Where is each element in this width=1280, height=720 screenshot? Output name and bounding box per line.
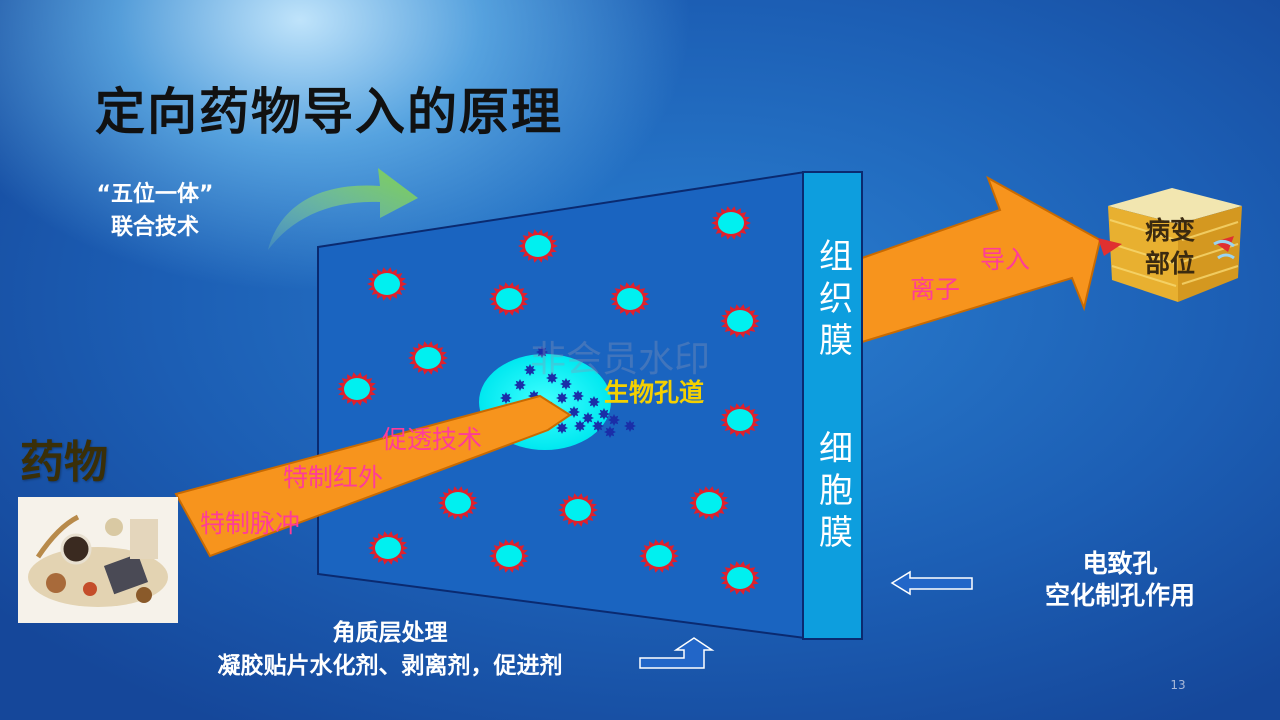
membrane-char: 膜 (819, 513, 853, 553)
drug-particle (489, 282, 529, 316)
curved-arrow-icon (268, 168, 418, 250)
drug-particle (610, 282, 650, 316)
micro-particle (588, 396, 600, 408)
pulse-label: 特制脉冲 (200, 509, 301, 538)
drug-particle (558, 493, 598, 527)
membrane-char: 膜 (819, 321, 853, 361)
stratum-line1: 角质层处理 (332, 620, 448, 646)
drug-particle (711, 206, 751, 240)
cell-membrane-label: 细胞膜 (814, 428, 858, 554)
infrared-label: 特制红外 (283, 463, 384, 492)
ion-label: 离子 (910, 275, 961, 304)
drug-particles (337, 206, 760, 595)
drug-particle (408, 341, 448, 375)
drug-particle (489, 539, 529, 573)
bio-channel-label: 生物孔道 (604, 378, 705, 407)
import-label: 导入 (980, 245, 1031, 274)
micro-particle (572, 390, 584, 402)
lesion-line2: 部位 (1144, 249, 1195, 278)
micro-particle (524, 364, 536, 376)
five-in-one-line1: “五位一体” (96, 182, 214, 207)
drug-particle (720, 561, 760, 595)
page-number: 13 (1170, 678, 1186, 692)
electroporation-line2: 空化制孔作用 (1044, 581, 1195, 610)
watermark: 非会员水印 (530, 339, 711, 380)
electroporation-label: 电致孔 空化制孔作用 (990, 548, 1250, 612)
left-arrow-icon (890, 570, 973, 596)
lesion-cube-icon (1098, 188, 1242, 302)
membrane-char: 胞 (819, 471, 853, 511)
micro-particle (514, 379, 526, 391)
membrane-char: 组 (819, 237, 853, 277)
micro-particle (546, 372, 558, 384)
drug-particle (689, 486, 729, 520)
micro-particle (536, 346, 548, 358)
drug-photo (18, 497, 178, 623)
micro-particle (592, 420, 604, 432)
orange-technique-arrow (174, 394, 572, 558)
electroporation-line1: 电致孔 (1082, 549, 1158, 578)
membrane-char: 细 (819, 429, 853, 469)
drug-particle (368, 531, 408, 565)
micro-particle (582, 412, 594, 424)
drug-particle (720, 304, 760, 338)
drug-particle (639, 539, 679, 573)
lesion-line1: 病变 (1144, 216, 1195, 245)
micro-particle (624, 420, 636, 432)
membrane-char: 织 (819, 279, 853, 319)
micro-particle (574, 420, 586, 432)
penetration-tech-label: 促透技术 (382, 425, 483, 454)
drug-particle (518, 229, 558, 263)
drug-particle (337, 372, 377, 406)
micro-particle (598, 408, 610, 420)
tissue-membrane-label: 组织膜 (814, 236, 858, 362)
micro-particle (500, 392, 512, 404)
orange-ion-arrow (861, 175, 1102, 344)
five-in-one-line2: 联合技术 (110, 215, 199, 240)
micro-particle (608, 414, 620, 426)
drug-particle (720, 403, 760, 437)
bent-up-arrow-icon (639, 637, 715, 669)
micro-particle (560, 378, 572, 390)
drug-particle (367, 267, 407, 301)
micro-particle (604, 426, 616, 438)
page-title: 定向药物导入的原理 (95, 83, 563, 141)
stratum-label: 角质层处理 凝胶贴片水化剂、剥离剂，促进剂 (150, 617, 630, 683)
stratum-line2: 凝胶贴片水化剂、剥离剂，促进剂 (217, 653, 563, 679)
micro-particle (556, 392, 568, 404)
five-in-one-label: “五位一体” 联合技术 (70, 178, 240, 244)
micro-particle (556, 422, 568, 434)
drug-particle (438, 486, 478, 520)
membrane-bar (802, 171, 863, 640)
drug-label: 药物 (20, 437, 108, 488)
lesion-label: 病变 部位 (1132, 214, 1208, 280)
